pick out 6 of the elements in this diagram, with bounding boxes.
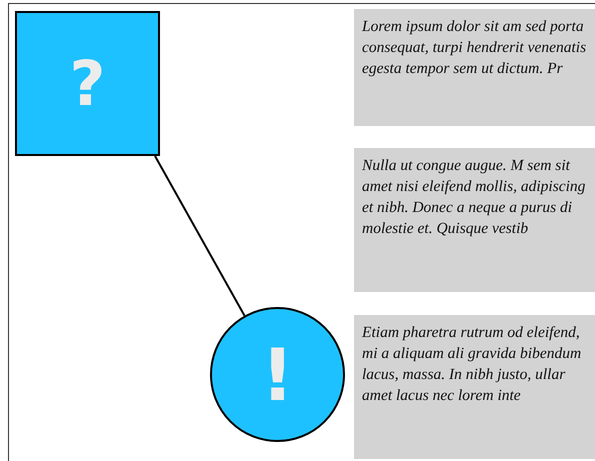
question-box: ? <box>15 11 160 156</box>
text-panel: Etiam pharetra rutrum od eleifend, mi a aliquam ali gravida bibendum lacus, massa. In nibh justo, ullar amet lacus nec lorem inte <box>354 315 595 459</box>
connector-line <box>154 156 246 316</box>
exclamation-circle: ! <box>210 307 345 442</box>
text-panel: Nulla ut congue augue. M sem sit amet nisi eleifend mollis, adipiscing et nibh. Donec a neque a purus di molestie et. Quisque vestib <box>354 148 595 292</box>
text-panel: Lorem ipsum dolor sit am sed porta consequat, turpi hendrerit venenatis egesta tempor sem ut dictum. Pr <box>354 9 595 126</box>
